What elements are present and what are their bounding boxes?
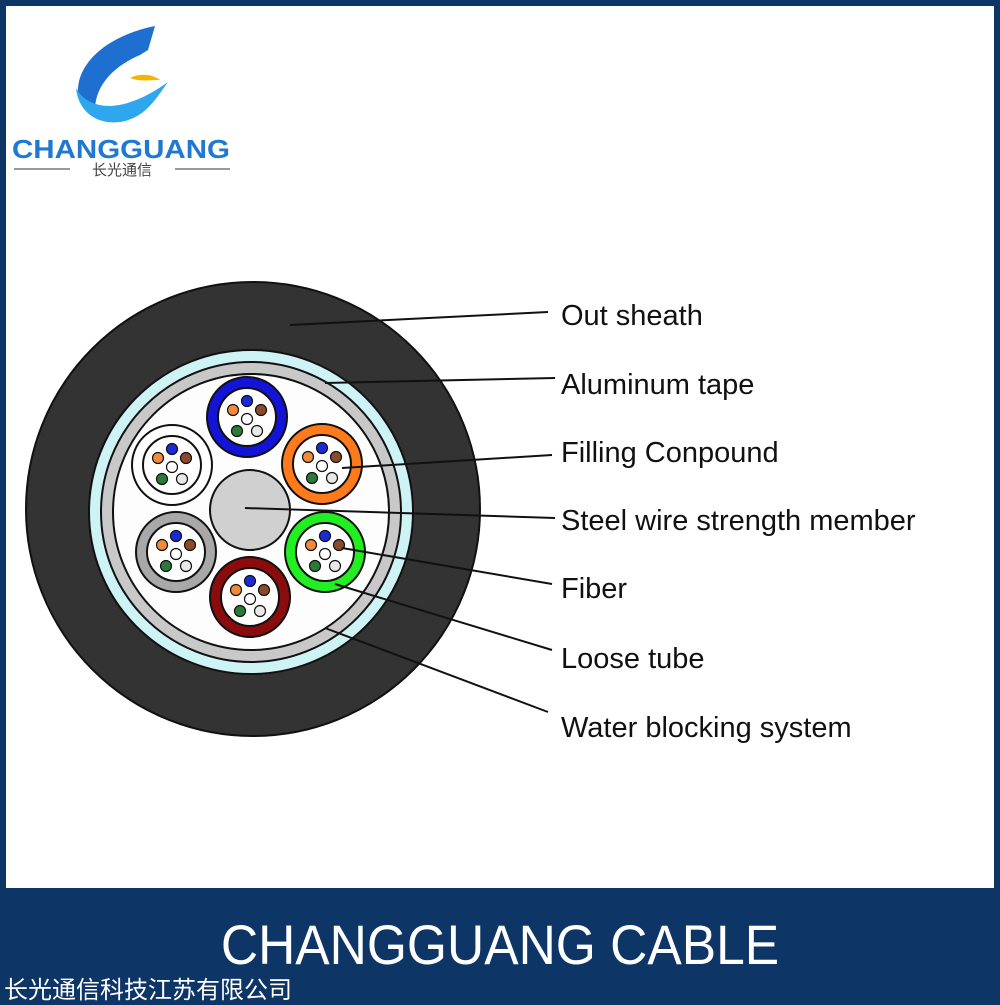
leader-lines <box>244 311 556 713</box>
fiber <box>254 403 268 417</box>
fiber <box>329 450 343 464</box>
fiber <box>183 538 197 552</box>
fiber <box>243 574 257 588</box>
fiber <box>179 559 193 573</box>
fiber <box>155 472 169 486</box>
fiber <box>169 529 183 543</box>
label-fiber: Fiber <box>561 573 627 605</box>
fiber <box>250 424 264 438</box>
fiber <box>169 547 183 561</box>
label-loose-tube: Loose tube <box>561 643 705 675</box>
fiber <box>328 559 342 573</box>
changguang-logo: CHANGGUANG 长光通信 <box>12 26 230 179</box>
logo-subtitle: 长光通信 <box>92 161 152 179</box>
fiber <box>240 412 254 426</box>
label-water-blocking: Water blocking system <box>561 712 852 744</box>
fiber <box>332 538 346 552</box>
logo-brand-text: CHANGGUANG <box>12 134 230 164</box>
fiber <box>301 450 315 464</box>
label-out-sheath: Out sheath <box>561 300 703 332</box>
fiber <box>159 559 173 573</box>
label-filling-compound: Filling Conpound <box>561 437 779 469</box>
label-aluminum-tape: Aluminum tape <box>561 369 754 401</box>
fiber <box>240 394 254 408</box>
logo-swoosh-upper <box>77 26 155 118</box>
fiber <box>315 459 329 473</box>
fiber <box>308 559 322 573</box>
footer-title: CHANGGUANG CABLE <box>220 913 780 976</box>
logo-swoosh-lower <box>76 82 168 123</box>
fiber <box>318 529 332 543</box>
fiber <box>243 592 257 606</box>
fiber <box>253 604 267 618</box>
fiber <box>318 547 332 561</box>
fiber <box>304 538 318 552</box>
logo-accent <box>130 74 160 81</box>
labels: Out sheath Aluminum tape Filling Conpoun… <box>561 300 916 744</box>
fiber <box>257 583 271 597</box>
fiber <box>325 471 339 485</box>
fiber <box>305 471 319 485</box>
label-steel-wire: Steel wire strength member <box>561 505 916 537</box>
fiber <box>315 441 329 455</box>
footer-company: 长光通信科技江苏有限公司 <box>4 976 292 1004</box>
fiber <box>165 442 179 456</box>
fiber <box>179 451 193 465</box>
fiber <box>175 472 189 486</box>
fiber <box>155 538 169 552</box>
fiber <box>151 451 165 465</box>
fiber <box>229 583 243 597</box>
fiber <box>226 403 240 417</box>
fiber <box>165 460 179 474</box>
fiber <box>230 424 244 438</box>
fiber <box>233 604 247 618</box>
